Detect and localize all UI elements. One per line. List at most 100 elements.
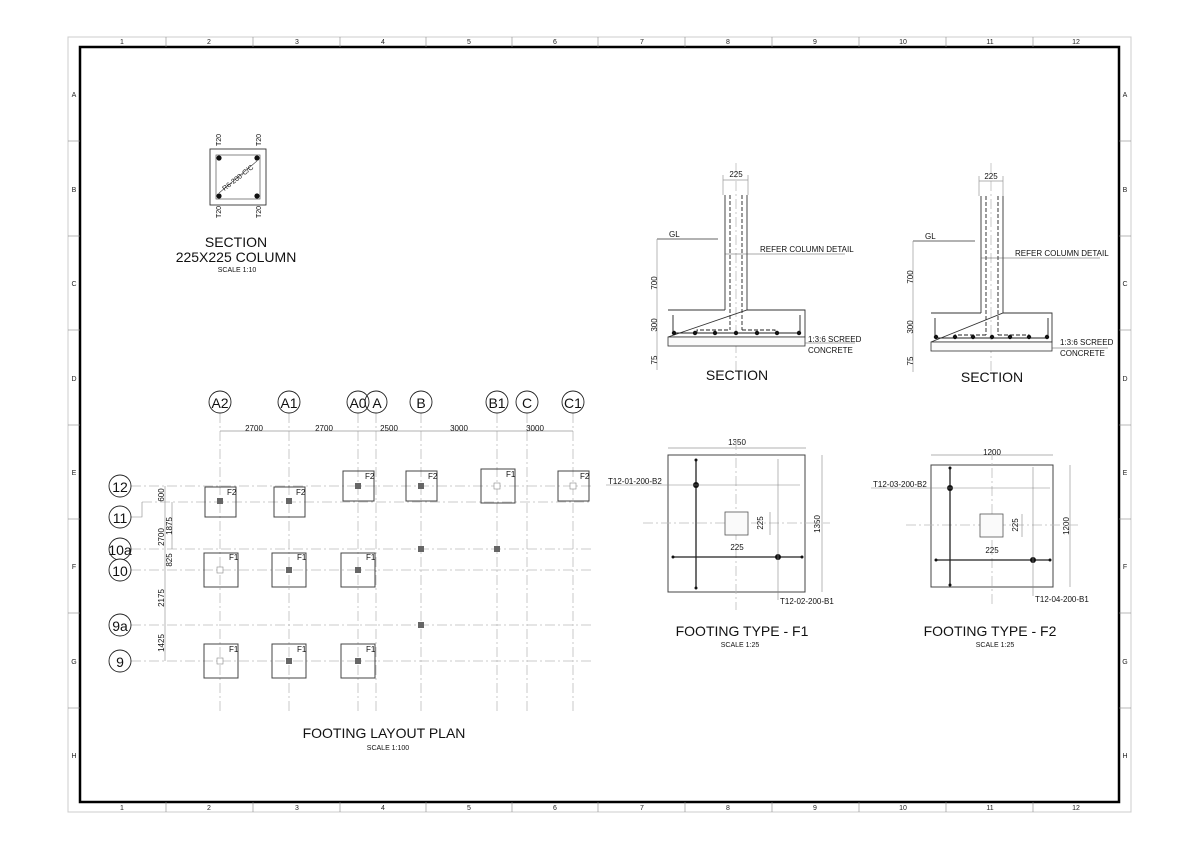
svg-text:F1: F1 — [297, 553, 307, 562]
grid-bubble-C1: C1 — [561, 390, 585, 414]
footing-dim: 300 — [906, 320, 915, 334]
rebar-dot — [254, 193, 260, 199]
footing-f2-title: FOOTING TYPE - F2 — [924, 623, 1057, 639]
col-spacing: 2700 — [315, 424, 333, 433]
footing-f2: F2 — [557, 470, 590, 502]
footing-f1: F1 — [271, 643, 307, 679]
width-dim: 1350 — [728, 438, 746, 447]
footing-f2: F2 — [204, 486, 237, 518]
footing-f1: F1 — [203, 643, 239, 679]
col-dim: 225 — [756, 516, 765, 530]
right-zone-markers: A B C D E F G H — [1119, 92, 1131, 760]
svg-text:B: B — [416, 395, 425, 411]
svg-text:A: A — [372, 395, 382, 411]
svg-text:B1: B1 — [488, 395, 505, 411]
grid-bubble-10: 10 — [108, 558, 132, 582]
footing-f2: F2 — [405, 470, 438, 502]
row-marker: G — [71, 659, 76, 666]
screed-label: CONCRETE — [1060, 349, 1105, 358]
col-dim: 225 — [1011, 518, 1020, 532]
section-f1-title: SECTION — [706, 367, 768, 383]
gl-label: GL — [925, 232, 936, 241]
svg-text:C: C — [522, 395, 532, 411]
column-outline — [209, 148, 267, 206]
column-link — [215, 154, 261, 200]
section-f1-detail: 225 GL REFER COLUMN DETAIL 700 300 75 1:… — [650, 163, 862, 383]
row-spacing: 2700 — [157, 528, 166, 546]
col-marker: 11 — [986, 805, 993, 812]
row-marker: C — [71, 281, 76, 288]
column-stub — [724, 511, 749, 536]
column-stub — [418, 622, 424, 628]
footing-type-f1-detail: 1350 1350 225 225 T12-01-200-B2 T12-02-2… — [606, 438, 834, 649]
screed-label: 1:3:6 SCREED — [1060, 338, 1114, 347]
screed-label: 1:3:6 SCREED — [808, 335, 862, 344]
row-spacing: 825 — [165, 553, 174, 567]
col-marker: 10 — [899, 805, 907, 812]
screed-layer — [667, 336, 806, 347]
col-marker: 2 — [207, 805, 211, 812]
svg-text:A0: A0 — [349, 395, 366, 411]
section-f2-detail: 225 GL REFER COLUMN DETAIL 700 300 75 1:… — [906, 163, 1114, 385]
bar-label: T20 — [216, 206, 223, 218]
link-label: R6-200-C/C — [221, 164, 255, 193]
col-marker: 4 — [381, 39, 385, 46]
footing-f1-scale: SCALE 1:25 — [721, 642, 760, 649]
svg-text:F1: F1 — [229, 645, 239, 654]
screed-label: CONCRETE — [808, 346, 853, 355]
col-marker: 6 — [553, 805, 557, 812]
row-spacing: 600 — [157, 488, 166, 502]
col-marker: 6 — [553, 39, 557, 46]
bar-label: T20 — [256, 134, 263, 146]
row-marker: A — [72, 92, 77, 99]
row-marker: G — [1122, 659, 1127, 666]
row-spacing: 1875 — [165, 517, 174, 535]
refer-label: REFER COLUMN DETAIL — [760, 245, 854, 254]
col-spacing: 3000 — [450, 424, 468, 433]
footing-type-f2-detail: 1200 1200 225 225 T12-03-200-B2 T12-04-2… — [871, 448, 1089, 649]
rebar-dot — [216, 155, 222, 161]
col-marker: 12 — [1072, 39, 1080, 46]
bar-label: T20 — [216, 134, 223, 146]
svg-text:F1: F1 — [297, 645, 307, 654]
bar-label: T20 — [256, 206, 263, 218]
footing-outline — [667, 454, 806, 593]
row-marker: C — [1122, 281, 1127, 288]
row-marker: A — [1123, 92, 1128, 99]
grid-bubble-B1: B1 — [485, 390, 509, 414]
footing-f2: F2 — [342, 470, 375, 502]
height-dim: 1350 — [813, 515, 822, 533]
column-stub — [418, 546, 424, 552]
row-spacing: 2175 — [157, 589, 166, 607]
column-section-detail: R6-200-C/C T20 T20 T20 T20 SECTION 225X2… — [176, 134, 297, 274]
col-marker: 4 — [381, 805, 385, 812]
bottom-bar-label: T12-04-200-B1 — [1035, 595, 1089, 604]
svg-text:11: 11 — [113, 510, 128, 526]
svg-text:F1: F1 — [229, 553, 239, 562]
col-marker: 9 — [813, 39, 817, 46]
layout-plan-title: FOOTING LAYOUT PLAN — [303, 725, 466, 741]
column-section-subtitle: 225X225 COLUMN — [176, 249, 297, 265]
footing-f1: F1 — [203, 552, 239, 588]
col-marker: 5 — [467, 39, 471, 46]
svg-text:C1: C1 — [564, 395, 582, 411]
inner-frame — [78, 45, 1121, 804]
col-spacing: 2500 — [380, 424, 398, 433]
depth-dim: 700 — [650, 276, 659, 290]
row-marker: H — [71, 753, 76, 760]
column-section-title: SECTION — [205, 234, 267, 250]
grid-bubble-9: 9 — [108, 649, 132, 673]
row-spacing: 1425 — [157, 634, 166, 652]
svg-text:10: 10 — [112, 563, 128, 579]
col-marker: 2 — [207, 39, 211, 46]
grid-bubble-A2: A2 — [208, 390, 232, 414]
section-f2-title: SECTION — [961, 369, 1023, 385]
grid-bubble-A1: A1 — [277, 390, 301, 414]
grid-bubble-A0: A0 — [346, 390, 370, 414]
depth-dim: 700 — [906, 270, 915, 284]
footing-f2: F2 — [273, 486, 306, 518]
screed-dim: 75 — [650, 355, 659, 364]
row-marker: B — [72, 187, 77, 194]
left-zone-markers: A B C D E F G H — [68, 92, 80, 760]
col-marker: 10 — [899, 39, 907, 46]
